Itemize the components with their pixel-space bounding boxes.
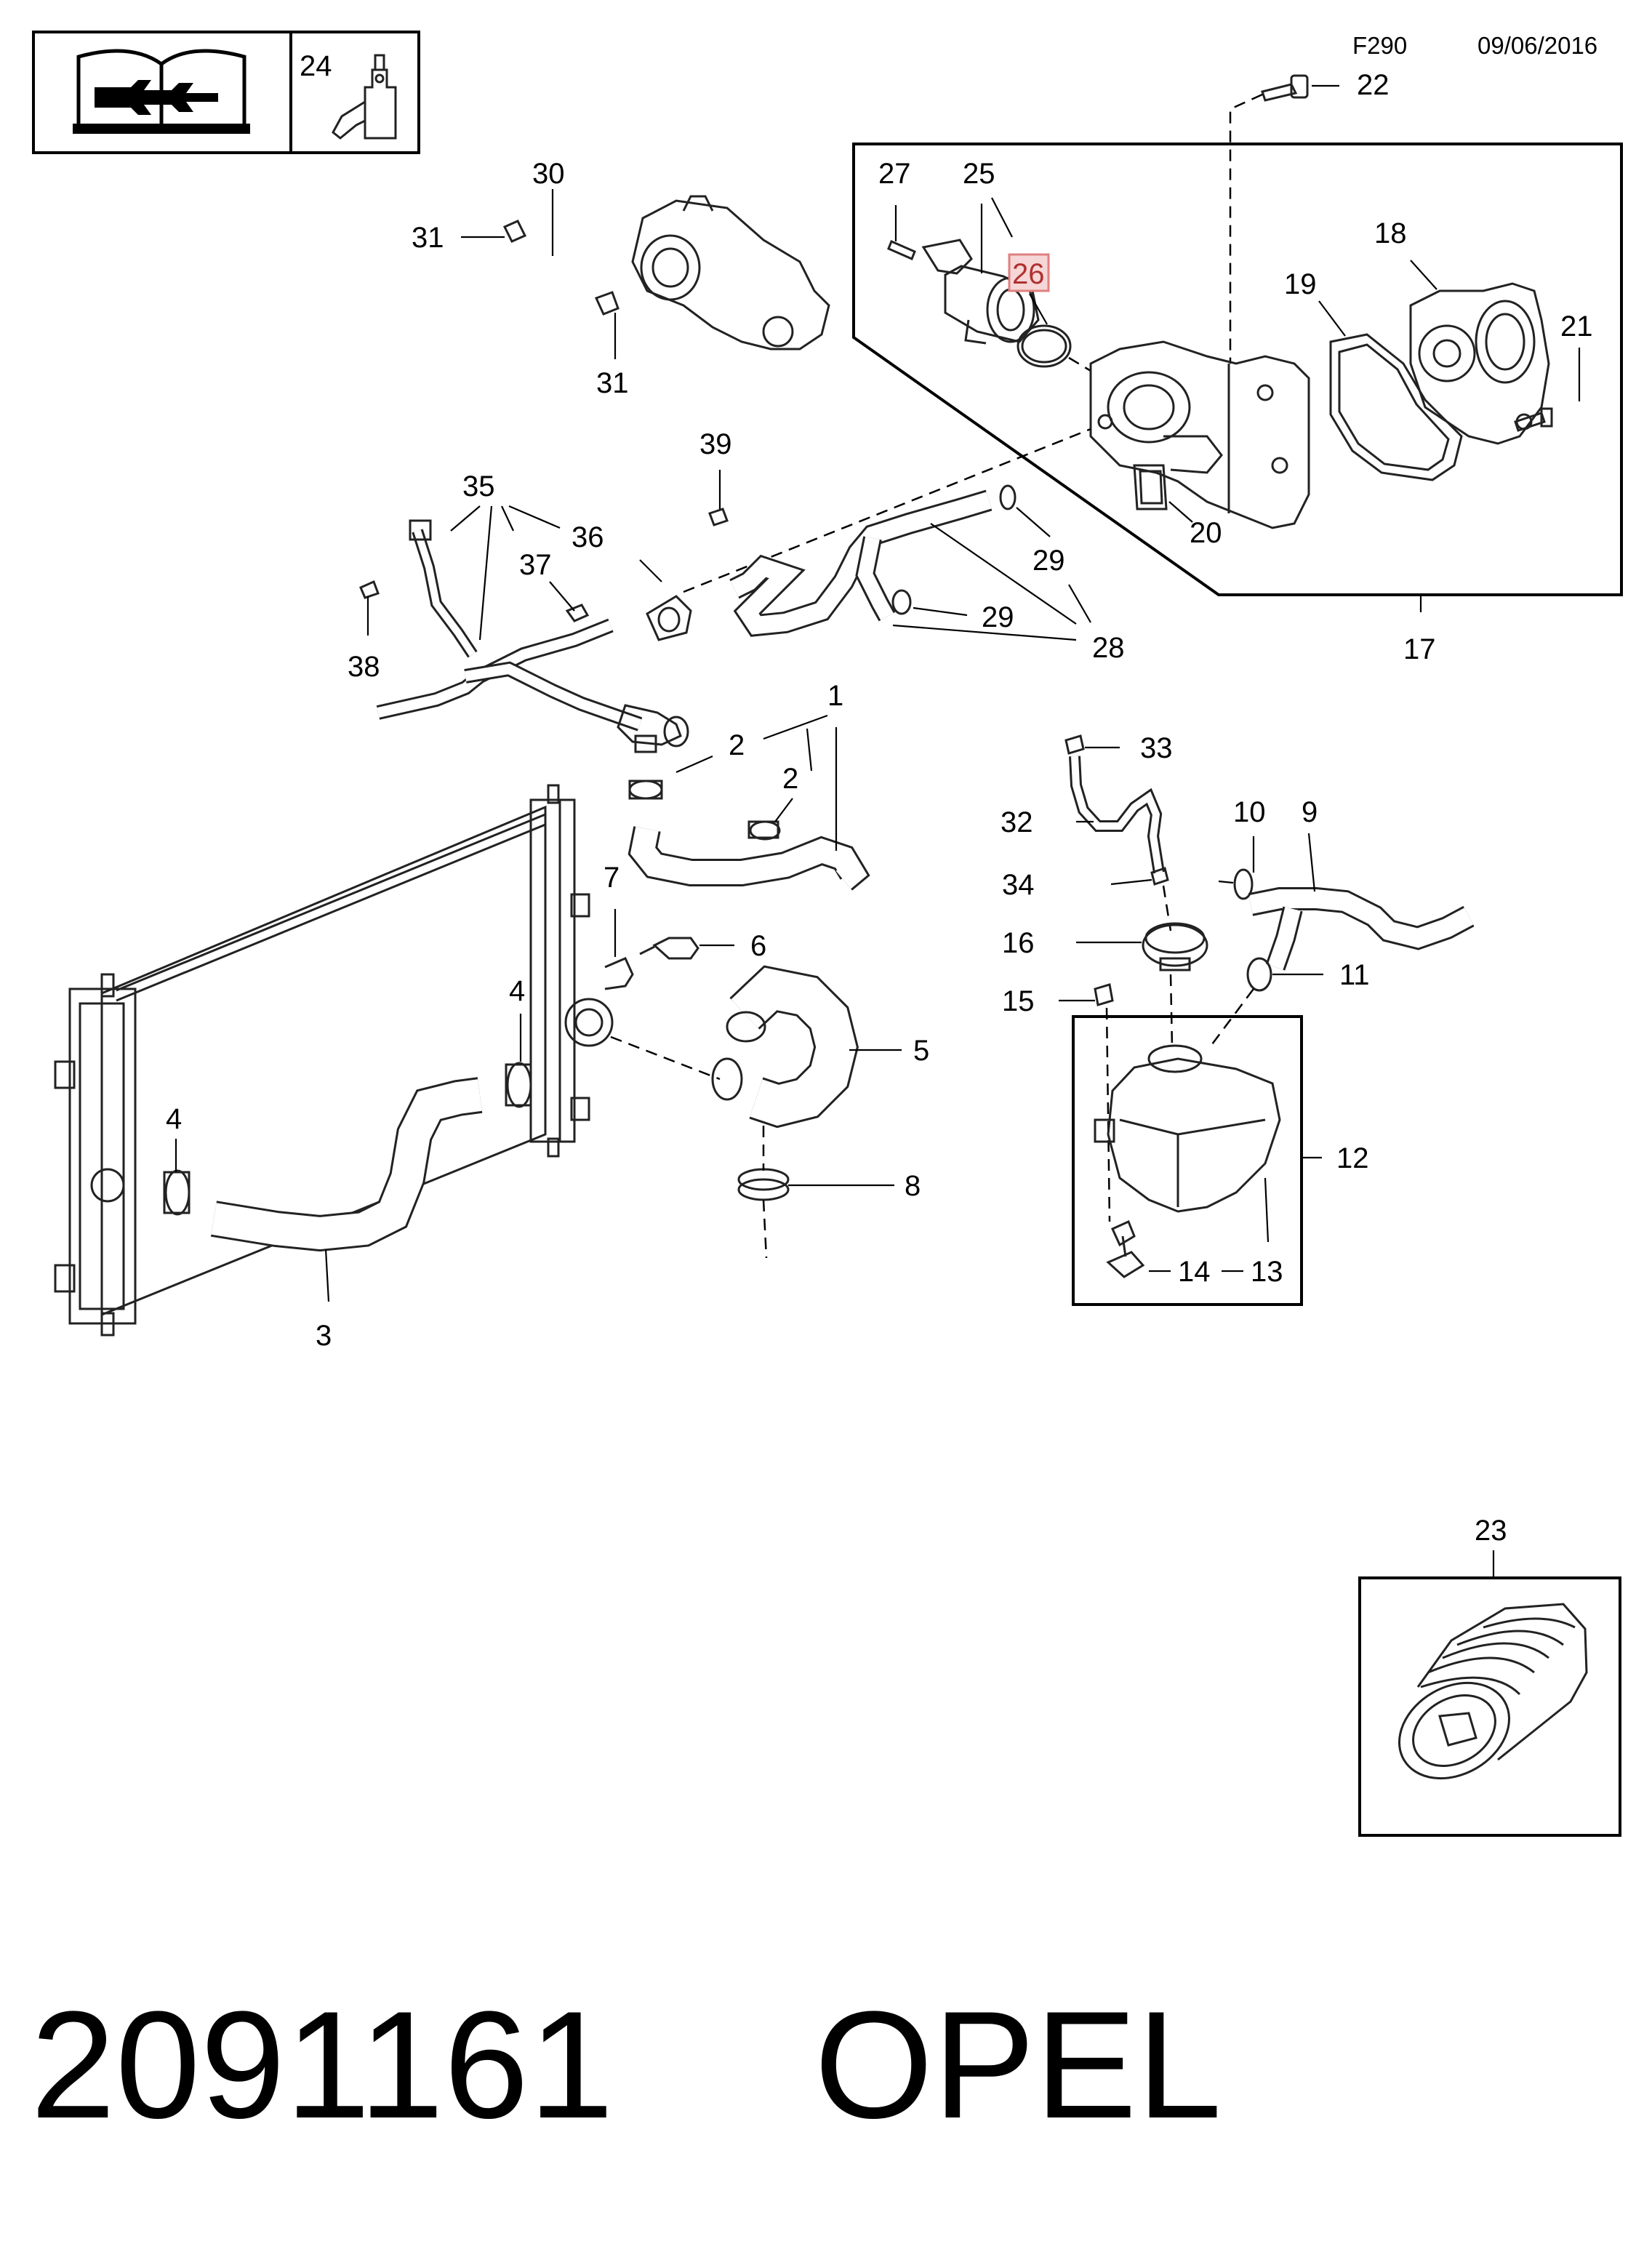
callout-32: 32 xyxy=(1001,806,1033,838)
callout-39: 39 xyxy=(699,428,732,460)
callout-27: 27 xyxy=(878,158,911,190)
thermostat-outlet xyxy=(617,704,689,753)
radiator xyxy=(54,784,614,1337)
callout-36: 36 xyxy=(572,521,604,553)
brand-name: OPEL xyxy=(814,1979,1222,2150)
callout-34: 34 xyxy=(1002,869,1035,901)
callout-38: 38 xyxy=(348,651,380,683)
callout-24: 24 xyxy=(300,50,332,82)
clamp-11 xyxy=(1246,957,1272,992)
part-23-frame xyxy=(1358,1576,1621,1837)
hose-3 xyxy=(210,1077,483,1252)
callout-31b: 31 xyxy=(596,367,629,399)
callout-17: 17 xyxy=(1403,633,1436,665)
clamp-2-lower xyxy=(747,820,781,841)
callout-28: 28 xyxy=(1092,632,1125,664)
clip-7 xyxy=(604,957,634,990)
vacuum-hose-30 xyxy=(514,221,613,325)
bolt-37 xyxy=(565,604,590,622)
callout-22: 22 xyxy=(1357,69,1390,101)
callout-23: 23 xyxy=(1475,1515,1507,1547)
callout-2a: 2 xyxy=(729,729,745,761)
bolt-39 xyxy=(708,508,729,526)
pump-housing xyxy=(1089,340,1310,529)
callout-11: 11 xyxy=(1339,959,1370,991)
callout-33: 33 xyxy=(1140,732,1173,764)
tank-frame-12 xyxy=(1072,1015,1303,1306)
callout-35: 35 xyxy=(462,470,495,502)
callout-7: 7 xyxy=(604,862,620,894)
bolt-21 xyxy=(1514,407,1553,432)
clamp-8 xyxy=(737,1168,790,1201)
callout-6: 6 xyxy=(750,930,766,962)
callout-13: 13 xyxy=(1251,1256,1283,1288)
callout-8: 8 xyxy=(905,1170,921,1202)
vacuum-pump xyxy=(631,195,830,350)
callout-14: 14 xyxy=(1178,1256,1211,1288)
callout-25: 25 xyxy=(963,158,995,190)
hose-28 xyxy=(729,489,993,637)
callout-29b: 29 xyxy=(982,601,1014,633)
callout-18: 18 xyxy=(1374,217,1407,249)
callout-5: 5 xyxy=(913,1035,929,1067)
clamp-4-right xyxy=(505,1062,532,1108)
callout-19: 19 xyxy=(1284,268,1317,300)
bellows-23 xyxy=(1398,1603,1588,1780)
o-ring-26 xyxy=(1017,324,1072,368)
diagram-date: 09/06/2016 xyxy=(1477,32,1597,59)
clip-31-lower xyxy=(594,291,620,316)
callout-16: 16 xyxy=(1002,927,1035,959)
callout-12: 12 xyxy=(1336,1142,1369,1174)
clamp-10 xyxy=(1233,868,1254,900)
expansion-tank-13 xyxy=(1094,1044,1281,1213)
water-pump-18 xyxy=(1409,282,1550,445)
bolt-27 xyxy=(887,205,916,260)
cap-16 xyxy=(1142,922,1208,971)
callout-4a: 4 xyxy=(166,1103,182,1135)
clip-15 xyxy=(1094,983,1114,1006)
callout-30: 30 xyxy=(532,158,565,190)
callout-15: 15 xyxy=(1002,985,1035,1017)
sensor-6 xyxy=(639,937,699,960)
manual-info-box xyxy=(32,31,420,154)
callout-21: 21 xyxy=(1560,310,1593,342)
callout-26: 26 xyxy=(1012,258,1045,290)
coolant-pipe-35 xyxy=(376,519,643,732)
gasket-20 xyxy=(1133,464,1168,510)
diagram-code: F290 xyxy=(1352,32,1407,59)
callout-2b: 2 xyxy=(782,763,798,795)
callout-37: 37 xyxy=(519,549,552,581)
part-number: 2091161 xyxy=(31,1979,614,2150)
callout-29a: 29 xyxy=(1032,545,1065,577)
callout-20: 20 xyxy=(1190,517,1222,549)
clip-29-lower xyxy=(891,589,912,615)
callout-3: 3 xyxy=(316,1320,332,1352)
clamp-2-upper xyxy=(628,780,663,800)
callout-4b: 4 xyxy=(509,975,525,1007)
callout-10: 10 xyxy=(1233,796,1266,828)
highlight-26 xyxy=(1008,253,1050,292)
fitting-14 xyxy=(1106,1219,1145,1278)
callout-1: 1 xyxy=(827,680,843,712)
hose-9 xyxy=(1248,887,1475,971)
bolt-38 xyxy=(359,580,380,599)
clamp-4-left xyxy=(163,1169,191,1216)
callout-9: 9 xyxy=(1302,796,1318,828)
hose-5 xyxy=(711,965,859,1129)
flange-36 xyxy=(646,595,692,641)
clip-31-upper xyxy=(502,220,527,243)
bolt-22 xyxy=(1261,74,1309,102)
hose-1 xyxy=(627,826,870,891)
gasket-19 xyxy=(1329,333,1463,481)
clip-29-upper xyxy=(999,484,1017,510)
sealant-tube-icon xyxy=(332,54,397,140)
callout-31a: 31 xyxy=(412,222,444,254)
clip-34 xyxy=(1150,867,1169,886)
hose-32 xyxy=(1069,756,1165,874)
repair-manual-icon xyxy=(73,49,250,134)
clip-33 xyxy=(1064,734,1085,755)
